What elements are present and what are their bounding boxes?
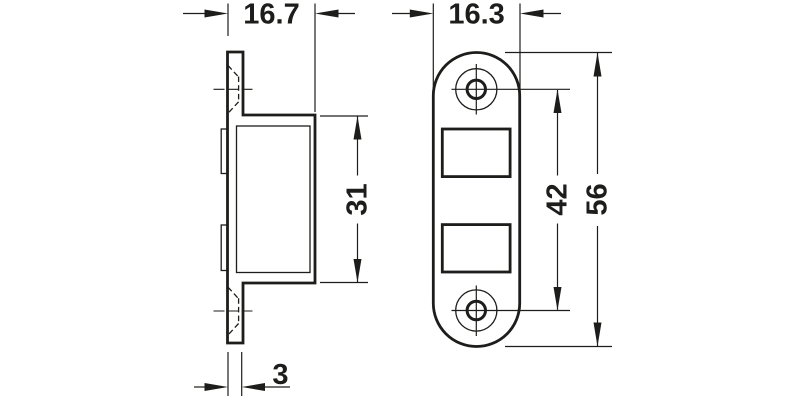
dim-label-plate-width: 16.3: [448, 0, 504, 31]
dim-label-side-depth: 16.7: [243, 0, 299, 31]
arrowhead-right-icon: [204, 383, 228, 391]
bore-circle: [465, 299, 487, 322]
countersink-cone-lower: [227, 101, 240, 114]
dim-label-body-height: 31: [342, 183, 374, 215]
arrowhead-right-icon: [409, 9, 434, 18]
dim-label-plate-height: 56: [582, 183, 614, 215]
front-view: [431, 51, 570, 348]
bore-circle: [465, 78, 487, 101]
arrowhead-down-icon: [553, 287, 562, 311]
arrowhead-left-icon: [520, 9, 544, 18]
dimension-plate-height: 56: [505, 51, 614, 348]
body-cavity-line: [235, 125, 311, 274]
plate-window-top: [440, 127, 512, 178]
dim-label-hole-spacing: 42: [542, 183, 574, 215]
countersink-hole-bottom: [213, 286, 254, 336]
arrowhead-down-icon: [353, 259, 362, 283]
plate-window-bottom: [440, 223, 512, 274]
arrowhead-left-icon: [315, 9, 339, 18]
dimension-flange-thickness: 3: [194, 352, 290, 396]
countersink-hole-top: [213, 65, 254, 114]
arrowhead-up-icon: [593, 52, 602, 77]
countersink-cone-lower: [227, 323, 240, 336]
rear-lug-bottom: [220, 224, 229, 272]
rear-lug-top: [220, 128, 229, 175]
arrowhead-up-icon: [553, 89, 562, 113]
dimension-side-depth: 16.7: [183, 0, 355, 112]
countersink-cone-upper: [227, 286, 240, 300]
arrowhead-left-icon: [241, 383, 265, 391]
dim-label-flange-thickness: 3: [272, 359, 288, 391]
countersink-circle: [455, 68, 498, 111]
side-profile-outline: [226, 50, 317, 345]
dimension-body-height: 31: [320, 115, 374, 284]
arrowhead-right-icon: [204, 9, 228, 18]
screw-hole-top: [451, 64, 570, 115]
countersink-cone-upper: [227, 65, 240, 78]
countersink-circle: [455, 289, 498, 332]
screw-hole-bottom: [451, 285, 570, 336]
arrowhead-up-icon: [353, 116, 362, 140]
arrowhead-down-icon: [593, 322, 602, 347]
dimension-plate-width: 16.3: [392, 0, 561, 91]
dimension-hole-spacing: 42: [542, 89, 574, 311]
side-view: [213, 50, 317, 345]
